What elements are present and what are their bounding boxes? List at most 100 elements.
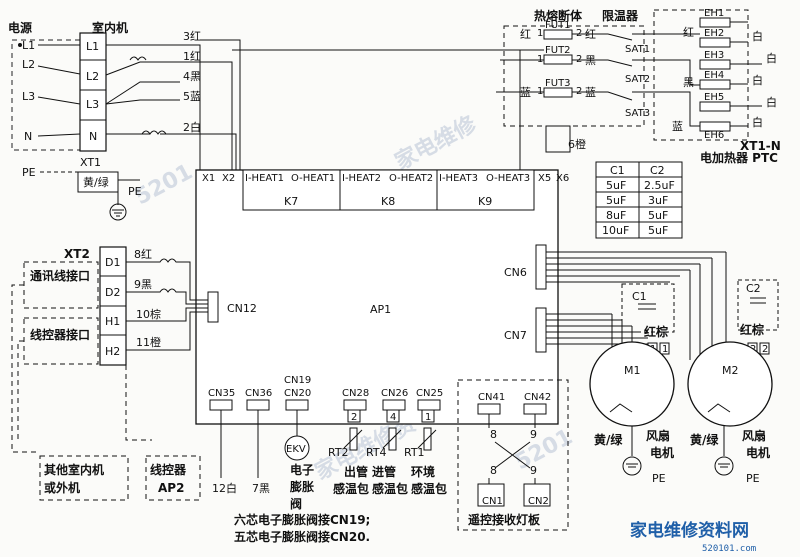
ekv-label: EKV <box>286 444 306 455</box>
fuse-label: 热熔断体 <box>534 8 583 23</box>
bottom-components: 12白 7黑 EKV 电子 膨胀 阀 2 RT2 出管 感温包 4 RT4 进管… <box>212 409 447 544</box>
element-eh5: EH5 <box>704 92 724 103</box>
element-eh1: EH1 <box>704 8 724 19</box>
power-source: 电源 L1 L2 L3 N <box>8 20 83 151</box>
element-eh3: EH3 <box>704 50 724 61</box>
m1-red-brown: 红棕 <box>644 324 668 339</box>
svg-text:5uF: 5uF <box>648 209 668 222</box>
terminal-x5: X5 <box>538 173 551 184</box>
m2-red-brown: 红棕 <box>740 322 764 337</box>
terminal-o-heat1: O-HEAT1 <box>291 173 335 184</box>
heater-elements: EH1 EH2 EH3 EH4 EH5 EH6 <box>699 8 731 141</box>
connector-cn28: CN28 <box>342 388 369 399</box>
ekv-line3: 阀 <box>290 497 302 511</box>
terminal-i-heat3: I-HEAT3 <box>439 173 478 184</box>
xt2-h2: H2 <box>105 345 120 358</box>
power-title: 电源 <box>8 20 32 35</box>
connector-cn41: CN41 <box>478 392 505 403</box>
svg-text:2: 2 <box>762 344 768 355</box>
term-l1: L1 <box>86 40 99 53</box>
wire-5-blue: 5蓝 <box>183 90 201 103</box>
indoor-title: 室内机 <box>92 20 128 35</box>
terminal-x6: X6 <box>556 173 569 184</box>
pe-ground: PE XT1 黄/绿 PE <box>22 156 142 221</box>
connector-cn2: CN2 <box>528 496 549 507</box>
connector-cn26: CN26 <box>381 388 408 399</box>
peripherals: 其他室内机 或外机 线控器 AP2 <box>39 455 201 501</box>
note-six-core: 六芯电子膨胀阀接CN19; <box>234 512 370 527</box>
svg-text:8: 8 <box>490 428 497 441</box>
svg-text:9: 9 <box>530 428 537 441</box>
terminal-x2: X2 <box>222 173 235 184</box>
term-l3: L3 <box>86 98 99 111</box>
svg-text:9: 9 <box>530 464 537 477</box>
fuse-fut3: FUT3 <box>545 78 571 89</box>
wire-12-white: 12白 <box>212 481 237 495</box>
xt1-label: XT1 <box>80 156 101 169</box>
power-wires <box>105 39 521 170</box>
svg-text:白: 白 <box>752 73 763 87</box>
other-units-line1: 其他室内机 <box>44 462 104 477</box>
remote-receiver: CN41 CN42 8 9 8 9 CN1 CN2 遥控接收灯板 <box>457 379 569 531</box>
site-logo-url: 520101.com <box>702 544 756 554</box>
element-eh6: EH6 <box>704 130 724 141</box>
m1-label-line2: 电机 <box>650 445 674 460</box>
wire-ctrl-line2: AP2 <box>158 481 184 495</box>
element-eh4: EH4 <box>704 70 724 81</box>
svg-text:白: 白 <box>752 115 763 129</box>
m2-label-line1: 风扇 <box>742 428 766 443</box>
receiver-title: 遥控接收灯板 <box>468 512 541 527</box>
svg-text:5uF: 5uF <box>648 224 668 237</box>
wire-9-black: 9黑 <box>134 278 152 291</box>
m1-ground-label: 黄/绿 <box>594 432 623 447</box>
m2-pe: PE <box>746 472 760 485</box>
term-n: N <box>89 130 97 143</box>
term-l2: L2 <box>86 70 99 83</box>
power-n: N <box>24 130 32 143</box>
svg-text:白: 白 <box>752 29 763 43</box>
svg-text:1: 1 <box>425 412 431 423</box>
xt1-n-label: XT1-N <box>740 139 781 153</box>
limiter-label: 限温器 <box>602 8 639 23</box>
connector-cn7: CN7 <box>504 329 527 342</box>
svg-text:10uF: 10uF <box>602 224 629 237</box>
site-logo: 家电维修资料网 520101.com <box>630 520 756 554</box>
inlet-sensor-line1: 进管 <box>372 464 396 479</box>
svg-text:8uF: 8uF <box>606 209 626 222</box>
m2-ground-label: 黄/绿 <box>690 432 719 447</box>
element-eh2: EH2 <box>704 28 724 39</box>
heater-color-red-1: 红 <box>520 28 531 41</box>
wire-7-black: 7黑 <box>252 482 270 495</box>
terminal-o-heat2: O-HEAT2 <box>389 173 433 184</box>
sensor-rt1: RT1 <box>404 446 425 459</box>
sensor-rt4: RT4 <box>366 446 387 459</box>
cap-header-c2: C2 <box>650 164 665 177</box>
xt2-title: XT2 <box>64 247 90 261</box>
xt2-h1: H1 <box>105 315 120 328</box>
yellow-green-label: 黄/绿 <box>83 175 109 189</box>
limiter-sat1: SAT1 <box>625 44 650 55</box>
svg-text:白: 白 <box>766 51 777 65</box>
inlet-sensor-line2: 感温包 <box>372 481 408 496</box>
wire-10-brown: 10棕 <box>136 307 161 321</box>
terminal-i-heat2: I-HEAT2 <box>342 173 381 184</box>
wire-1-red: 1红 <box>183 50 201 63</box>
xt2-block: XT2 D1 D2 H1 H2 通讯线接口 线控器接口 8红 9黑 10棕 11… <box>11 246 208 453</box>
limiter-sat3: SAT3 <box>625 108 650 119</box>
connector-cn36: CN36 <box>245 388 272 399</box>
xt2-d2: D2 <box>105 286 120 299</box>
wire-ctrl-port-label: 线控器接口 <box>30 327 90 342</box>
indoor-terminal-block: 室内机 L1 L2 L3 N <box>79 20 128 152</box>
svg-text:3uF: 3uF <box>648 194 668 207</box>
cap-header-c1: C1 <box>610 164 625 177</box>
fan-motors: C1 C2 红棕 红棕 1 1 2 2 M1 M2 黄/绿 风扇 电机 黄/绿 … <box>546 251 779 485</box>
ekv-line2: 膨胀 <box>289 479 314 494</box>
wire-8-red: 8红 <box>134 248 152 261</box>
capacitor-c1: C1 <box>632 290 647 303</box>
ekv-line1: 电子 <box>290 462 314 477</box>
terminal-o-heat3: O-HEAT3 <box>486 173 530 184</box>
terminal-x1: X1 <box>202 173 215 184</box>
comm-port-label: 通讯线接口 <box>30 268 90 283</box>
svg-text:2: 2 <box>351 412 357 423</box>
